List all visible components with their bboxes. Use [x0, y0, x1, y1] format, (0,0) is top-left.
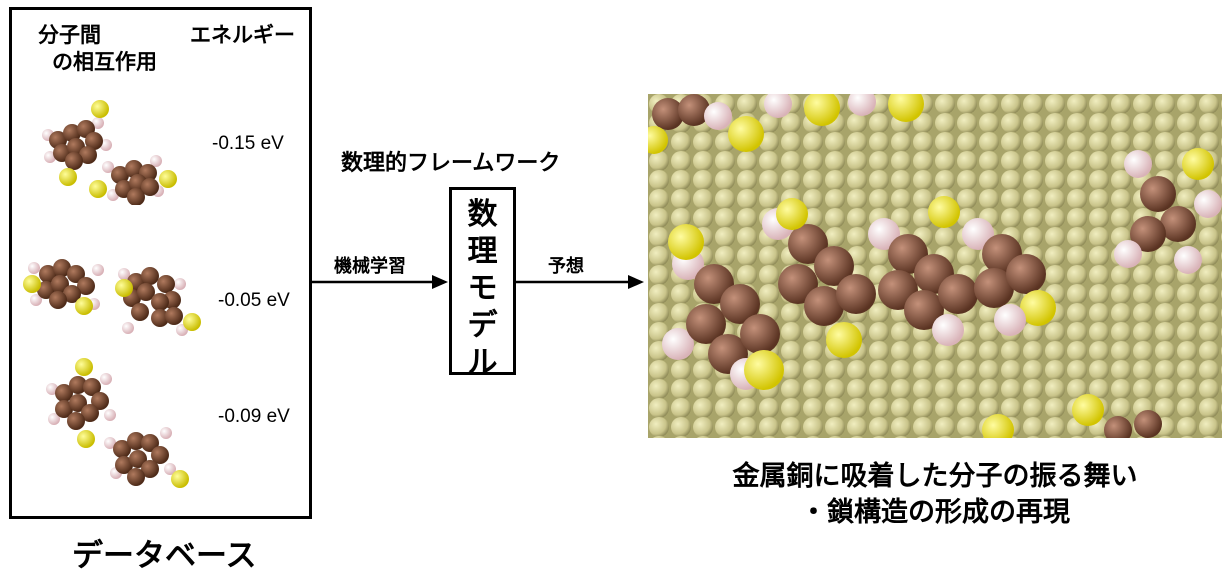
- result-caption-line1: 金属銅に吸着した分子の振る舞い: [732, 461, 1138, 492]
- energy-value-1: -0.15 eV: [212, 133, 284, 154]
- model-char-3: モ: [467, 271, 498, 306]
- copper-surface-simulation: [648, 94, 1222, 438]
- molecule-pair-3: [46, 358, 189, 488]
- model-char-1: 数: [467, 197, 498, 232]
- molecule-e: [46, 358, 116, 448]
- ml-arrow: [312, 275, 448, 289]
- bottom-molecules: [982, 394, 1162, 438]
- interaction-header-line2: の相互作用: [52, 50, 157, 74]
- result-caption-line2: ・鎖構造の形成の再現: [800, 497, 1070, 528]
- molecule-pair-2: [23, 259, 201, 336]
- ml-arrow-label: 機械学習: [334, 256, 406, 277]
- predict-arrow-label: 予想: [548, 256, 584, 277]
- molecule-pair-1: [42, 100, 177, 205]
- top-molecules: [648, 94, 924, 154]
- molecular-chain: [662, 196, 1056, 390]
- interaction-header-line1: 分子間: [38, 23, 101, 47]
- database-caption: データベース: [72, 538, 257, 574]
- molecule-b: [89, 155, 177, 205]
- molecule-a: [42, 100, 112, 186]
- molecule-c: [23, 259, 104, 315]
- molecule-f: [104, 427, 189, 488]
- energy-header: エネルギー: [190, 23, 295, 47]
- energy-value-2: -0.05 eV: [218, 290, 290, 311]
- model-char-5: ル: [467, 345, 498, 380]
- framework-title: 数理的フレームワーク: [341, 151, 561, 176]
- predict-arrow: [516, 275, 644, 289]
- right-molecule: [1114, 148, 1222, 274]
- model-char-2: 理: [467, 234, 498, 269]
- energy-value-3: -0.09 eV: [218, 406, 290, 427]
- database-box: [9, 7, 312, 519]
- molecule-d: [115, 267, 201, 336]
- model-char-4: デ: [467, 308, 498, 343]
- math-model-box: 数 理 モ デ ル: [449, 187, 516, 380]
